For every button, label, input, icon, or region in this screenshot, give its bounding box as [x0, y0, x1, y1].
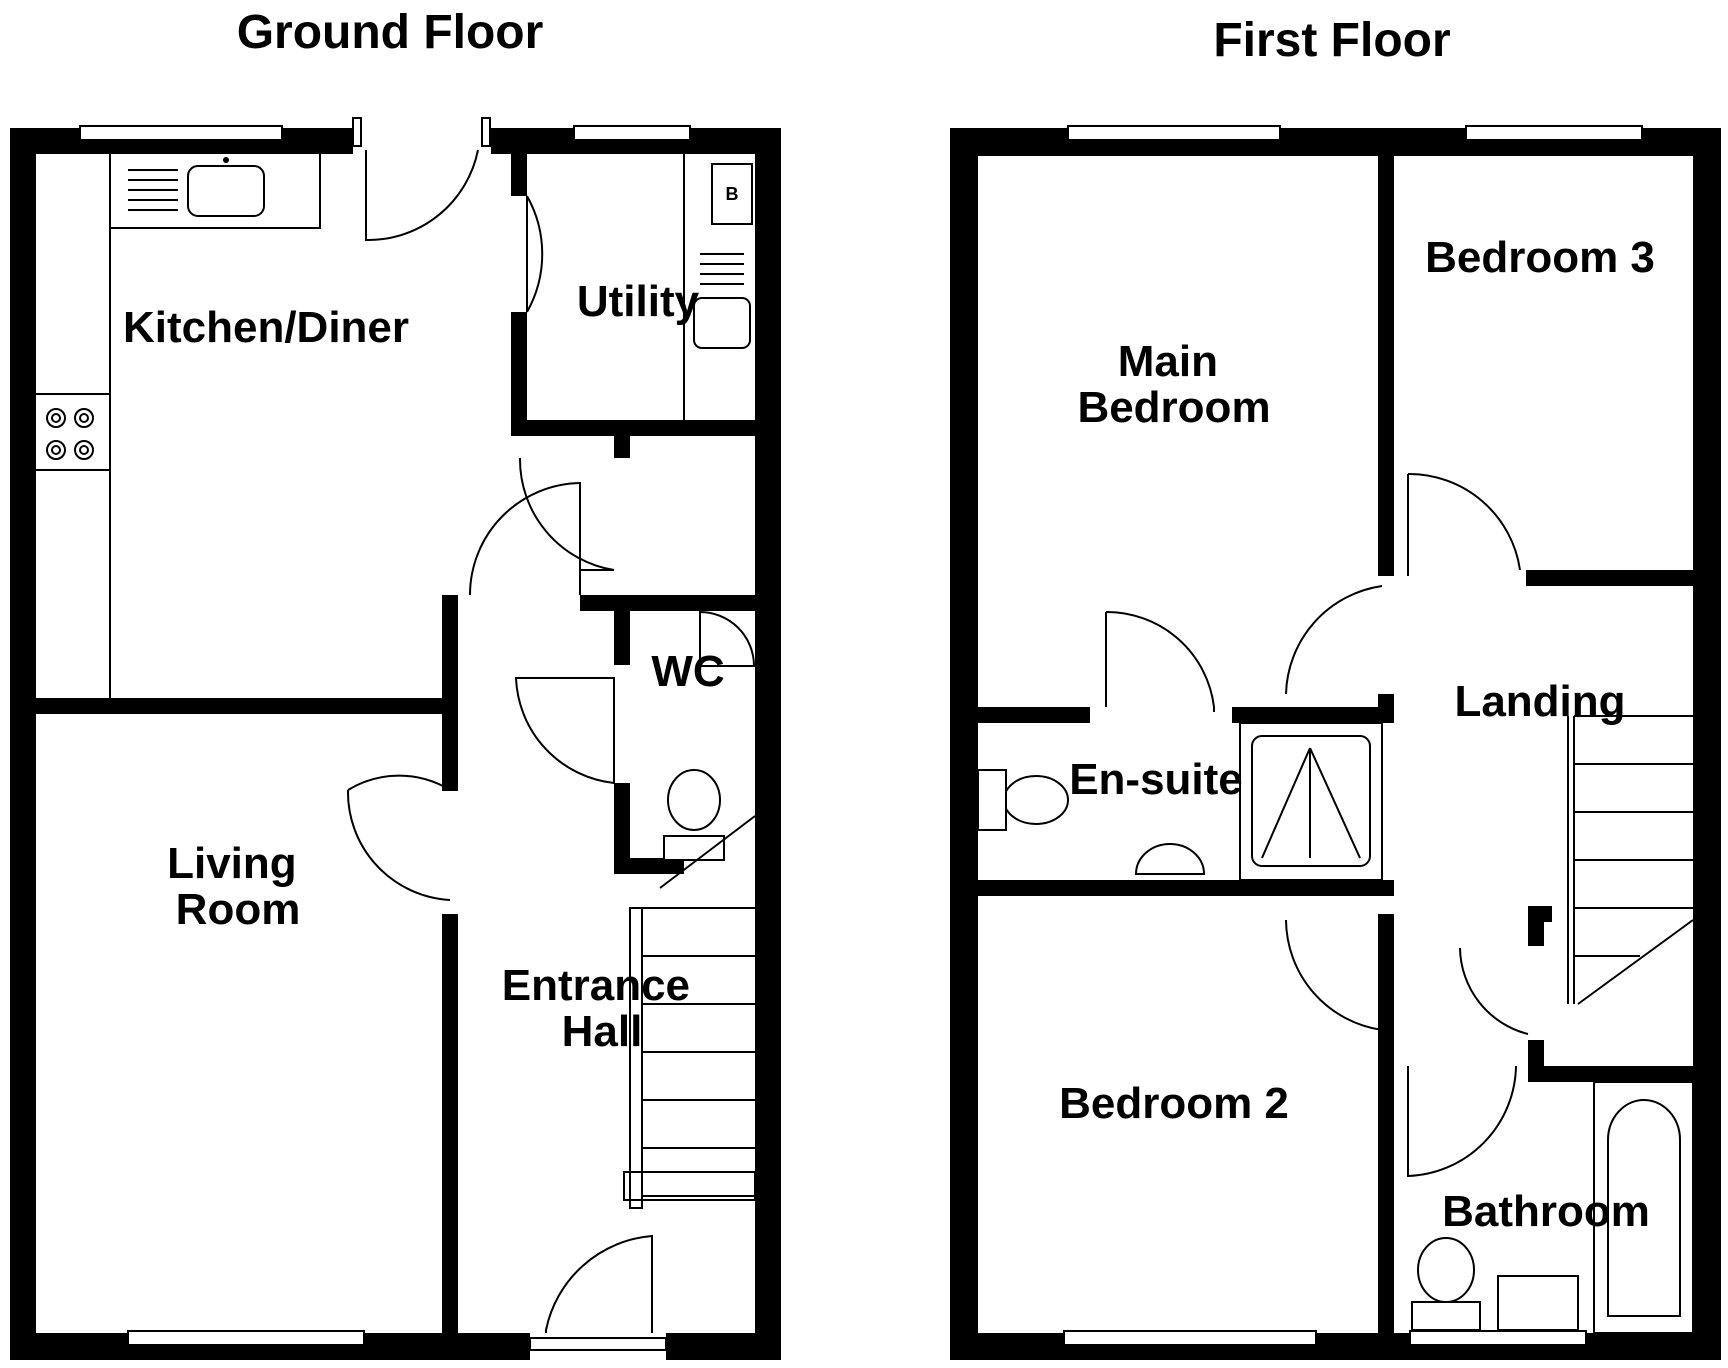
ground-floor-room-labels: Kitchen/Diner Utility WC Living Room Ent… [123, 277, 725, 1056]
room-label-entrance-hall: Entrance Hall [502, 961, 703, 1056]
bathroom-window [1409, 1330, 1587, 1346]
bathroom-basin [1497, 1275, 1579, 1331]
utility-sink [693, 297, 751, 349]
ground-floor-door-swings [346, 195, 615, 901]
ground-floor-stairs [623, 815, 756, 1209]
kitchen-sink [187, 165, 265, 217]
boiler-label: B [726, 184, 739, 204]
main-bedroom-window [1067, 125, 1281, 141]
boiler [711, 163, 753, 225]
ensuite-toilet [1003, 775, 1069, 825]
utility-fittings: B [683, 154, 753, 420]
first-floor-internal-walls [978, 156, 1693, 1334]
room-label-main-bedroom: Main Bedroom [1077, 337, 1270, 432]
room-label-utility: Utility [577, 277, 700, 326]
ground-floor-external-doors [352, 117, 667, 1365]
ensuite-basin [1134, 843, 1206, 875]
bathroom-toilet [1417, 1237, 1475, 1303]
room-label-en-suite: En-suite [1069, 755, 1243, 804]
ground-floor-windows [79, 125, 691, 1346]
first-floor-title: First Floor [1213, 14, 1450, 67]
utility-window [573, 125, 691, 141]
room-label-bathroom: Bathroom [1442, 1187, 1650, 1236]
hob [46, 408, 94, 460]
wc-toilet [667, 769, 721, 831]
back-door-swing [365, 149, 479, 242]
living-room-window [127, 1330, 365, 1346]
front-door-swing [545, 1234, 653, 1333]
room-label-living-room: Living Room [167, 839, 309, 934]
room-label-wc: WC [651, 647, 724, 696]
ground-floor-title: Ground Floor [237, 6, 544, 59]
kitchen-window [79, 125, 283, 141]
first-floor-windows [1063, 125, 1643, 1346]
room-label-bedroom-3: Bedroom 3 [1425, 233, 1655, 282]
bedroom-3-window [1465, 125, 1643, 141]
first-floor-door-swings [1105, 472, 1529, 1178]
room-label-bedroom-2: Bedroom 2 [1059, 1079, 1289, 1128]
room-label-kitchen-diner: Kitchen/Diner [123, 303, 409, 352]
ensuite-fittings [977, 722, 1383, 881]
first-floor-plan: First Floor [950, 14, 1721, 1360]
wc-basin [699, 610, 756, 667]
first-floor-room-labels: Main Bedroom Bedroom 3 Landing En-suite … [1059, 233, 1655, 1236]
kitchen-fittings [36, 154, 321, 698]
first-floor-stairs [1567, 715, 1694, 1005]
first-floor-outer-walls [950, 128, 1721, 1360]
ground-floor-plan: Ground Floor [10, 6, 781, 1365]
ground-floor-internal-walls [36, 154, 755, 1334]
bathroom-fittings [1411, 1081, 1694, 1334]
room-label-landing: Landing [1454, 677, 1625, 726]
bedroom-2-window [1063, 1330, 1317, 1346]
